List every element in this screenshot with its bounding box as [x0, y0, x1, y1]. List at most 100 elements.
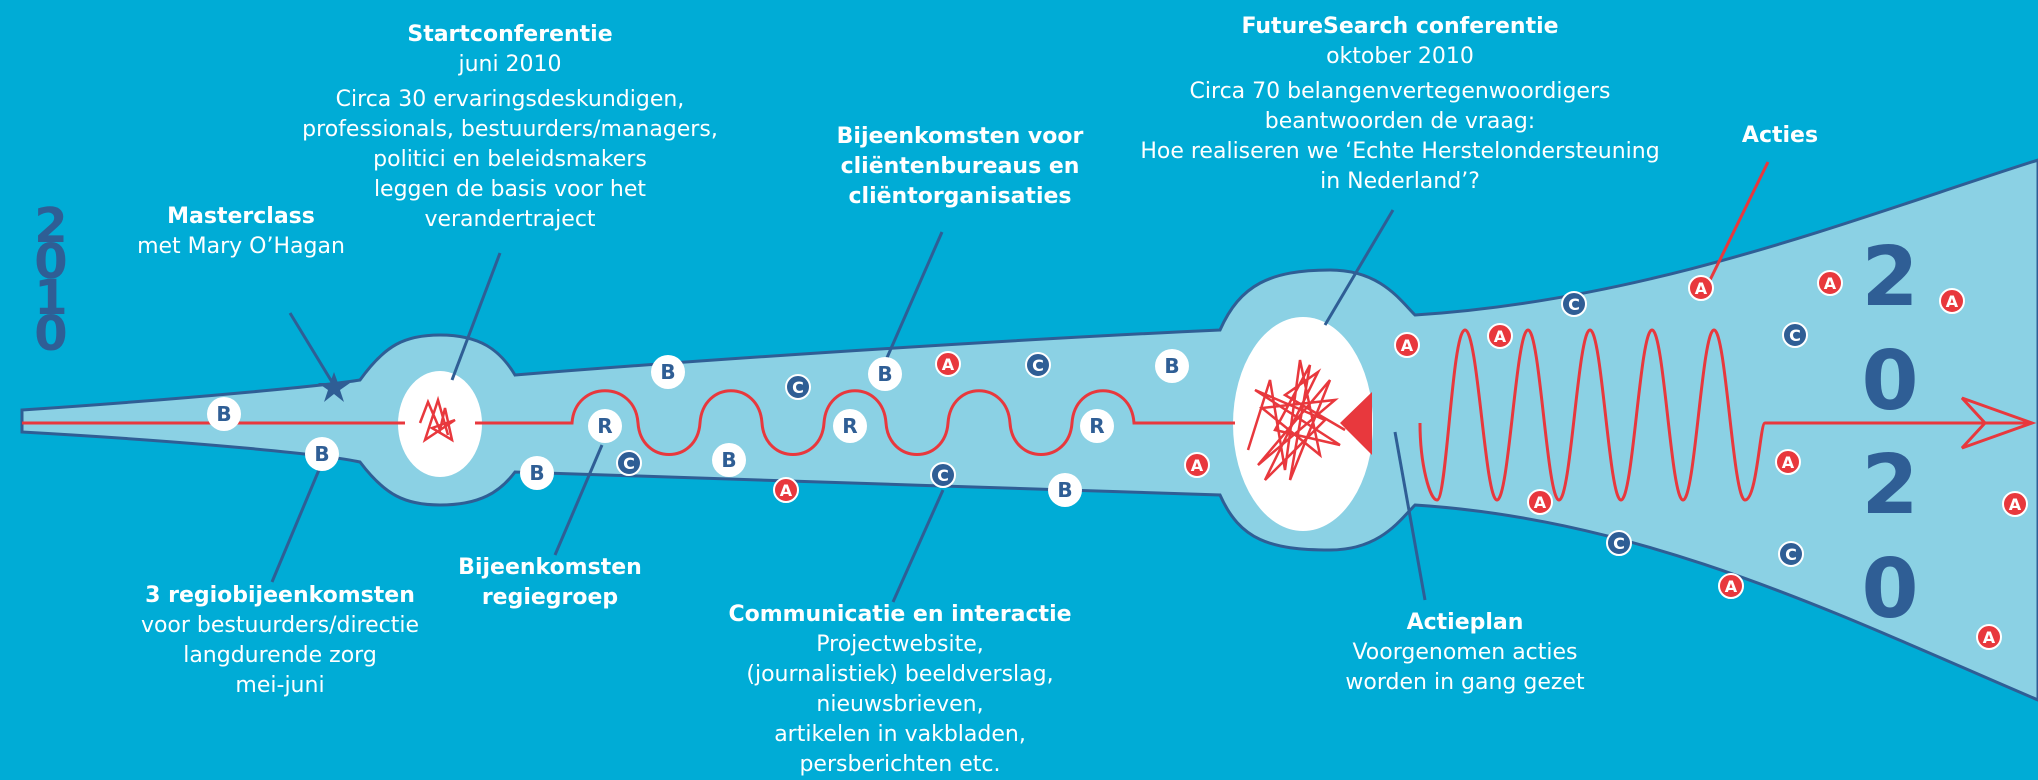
a-marker-circle: [1817, 270, 1843, 296]
b-marker: B: [712, 443, 746, 477]
futuresearch-line-5: in Nederland’?: [1320, 169, 1480, 194]
b-marker-letter: B: [529, 461, 544, 485]
b-marker-letter: B: [1057, 478, 1072, 502]
a-marker-circle: [773, 477, 799, 503]
startconferentie-line-6: verandertraject: [424, 207, 596, 232]
label-regiegroep: Bijeenkomsten regiegroep: [440, 553, 660, 613]
futuresearch-scribble: [1246, 359, 1346, 481]
b-marker: B: [1155, 349, 1189, 383]
c-marker: C: [1782, 322, 1808, 348]
year-end-digit-4: 0: [1861, 542, 1919, 637]
label-startconferentie: Startconferentie juni 2010 Circa 30 erva…: [300, 20, 720, 235]
a-marker: A: [773, 477, 799, 503]
a-marker-circle: [1527, 489, 1553, 515]
a-marker-letter: A: [942, 355, 955, 374]
a-marker-circle: [1487, 323, 1513, 349]
c-marker-letter: C: [1568, 295, 1580, 314]
b-marker: B: [305, 437, 339, 471]
c-marker: C: [930, 462, 956, 488]
acties-leader: [1708, 161, 1770, 281]
startconferentie-line-3: professionals, bestuurders/managers,: [302, 117, 718, 142]
a-marker-circle: [1939, 288, 1965, 314]
year-start-digit-4: 0: [34, 306, 68, 362]
r-marker-circle: [1080, 409, 1114, 443]
b-marker-circle: [868, 357, 902, 391]
a-marker-circle: [1184, 452, 1210, 478]
r-marker: R: [588, 409, 622, 443]
communicatie-line-3: nieuwsbrieven,: [816, 692, 984, 717]
arrow-head: [1960, 396, 2037, 450]
c-marker-circle: [1606, 530, 1632, 556]
c-marker-circle: [930, 462, 956, 488]
r-marker-letter: R: [1089, 414, 1104, 438]
a-marker-circle: [1394, 332, 1420, 358]
a-marker-letter: A: [2009, 495, 2022, 514]
r-marker-letter: R: [597, 414, 612, 438]
b-marker-letter: B: [877, 362, 892, 386]
r-marker-circle: [833, 409, 867, 443]
a-marker: A: [2002, 491, 2028, 517]
a-marker-letter: A: [1782, 453, 1795, 472]
c-marker-letter: C: [1032, 356, 1044, 375]
c-marker-letter: C: [1789, 326, 1801, 345]
r-marker: R: [1080, 409, 1114, 443]
a-marker: A: [1688, 275, 1714, 301]
futuresearch-line-1: oktober 2010: [1326, 44, 1474, 69]
a-marker-letter: A: [1946, 292, 1959, 311]
masterclass-title: Masterclass: [167, 204, 315, 229]
a-marker-letter: A: [1191, 456, 1204, 475]
communicatie-title: Communicatie en interactie: [728, 602, 1072, 627]
r-marker: R: [833, 409, 867, 443]
communicatie-line-5: persberichten etc.: [799, 752, 1001, 777]
b-marker: B: [868, 357, 902, 391]
year-start-digit-2: 0: [34, 234, 68, 290]
a-marker: A: [1487, 323, 1513, 349]
c-marker-letter: C: [623, 454, 635, 473]
b-marker-letter: B: [216, 402, 231, 426]
a-marker-circle: [1688, 275, 1714, 301]
regiegroep-line-1: Bijeenkomsten: [458, 555, 642, 580]
b-marker-circle: [305, 437, 339, 471]
a-marker-letter: A: [1534, 493, 1547, 512]
b-marker: B: [520, 456, 554, 490]
a-marker: A: [1976, 624, 2002, 650]
clientenbureaus-line-1: Bijeenkomsten voor: [836, 124, 1084, 149]
b-marker-letter: B: [1164, 354, 1179, 378]
funnel-band: [20, 158, 2038, 702]
startconferentie-line-1: juni 2010: [458, 52, 562, 77]
a-marker-circle: [1775, 449, 1801, 475]
communicatie-line-2: (journalistiek) beeldverslag,: [746, 662, 1054, 687]
b-marker-circle: [1155, 349, 1189, 383]
startconferentie-line-2: Circa 30 ervaringsdeskundigen,: [335, 87, 685, 112]
b-marker-letter: B: [314, 442, 329, 466]
a-marker: A: [1394, 332, 1420, 358]
masterclass-star: [318, 372, 350, 402]
b-marker-circle: [207, 397, 241, 431]
startconferentie-title: Startconferentie: [407, 22, 613, 47]
regio-title: 3 regiobijeenkomsten: [145, 583, 415, 608]
actieplan-triangle: [1340, 392, 1372, 455]
r-marker-circle: [588, 409, 622, 443]
futuresearch-title: FutureSearch conferentie: [1241, 14, 1559, 39]
a-marker: A: [1939, 288, 1965, 314]
a-marker-letter: A: [1725, 577, 1738, 596]
year-end-digit-3: 2: [1861, 438, 1919, 533]
label-clientenbureaus: Bijeenkomsten voor cliëntenbureaus en cl…: [810, 122, 1110, 212]
b-marker-letter: B: [721, 448, 736, 472]
c-marker: C: [1778, 541, 1804, 567]
regiegroep-line-2: regiegroep: [481, 585, 619, 610]
c-marker-circle: [785, 374, 811, 400]
start-scribble: [418, 395, 456, 444]
communicatie-line-1: Projectwebsite,: [816, 632, 984, 657]
a-marker: A: [1775, 449, 1801, 475]
year-end-digit-1: 2: [1861, 230, 1919, 325]
year-start-digit-3: 1: [34, 270, 68, 326]
a-marker-circle: [935, 351, 961, 377]
a-marker: A: [1527, 489, 1553, 515]
c-marker: C: [1606, 530, 1632, 556]
a-marker-letter: A: [1983, 628, 1996, 647]
b-marker: B: [651, 355, 685, 389]
